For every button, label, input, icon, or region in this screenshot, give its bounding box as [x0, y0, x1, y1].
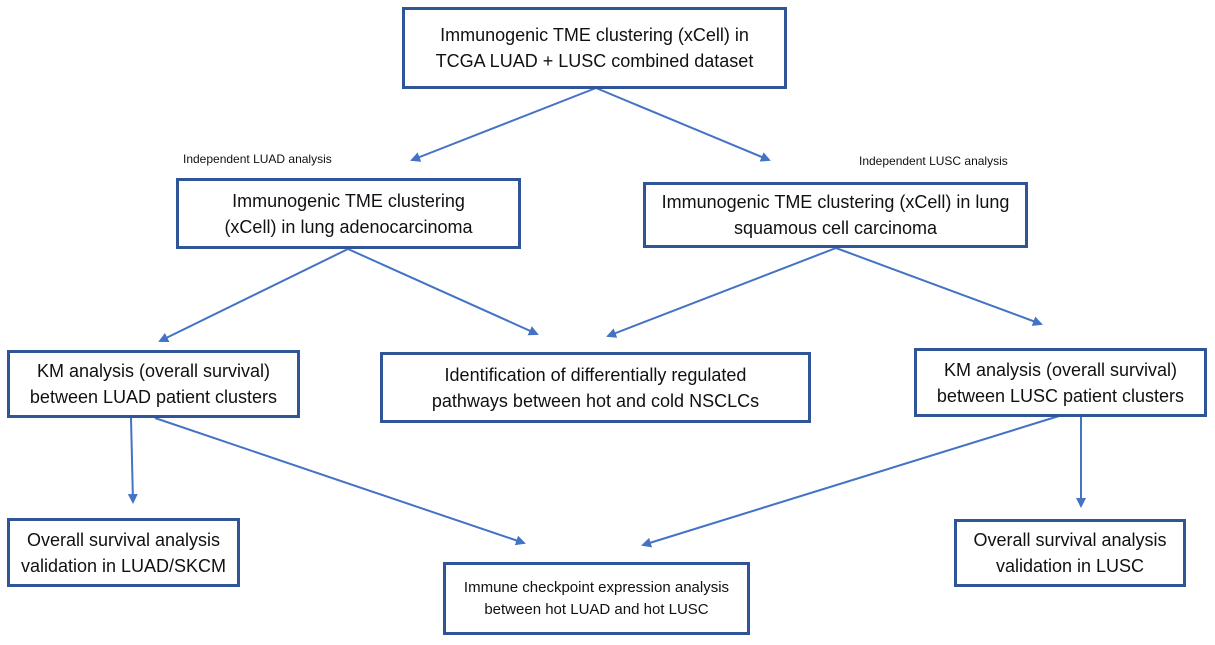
- label-independent-lusc: Independent LUSC analysis: [859, 154, 1008, 168]
- node-immune-checkpoint-text: Immune checkpoint expression analysis be…: [463, 578, 730, 618]
- arrow-km-lusc-to-checkpoint: [641, 415, 1060, 548]
- node-validation-luad-skcm: Overall survival analysis validation in …: [7, 518, 240, 587]
- arrow-combined-to-lusc: [595, 87, 771, 162]
- node-validation-lusc-text: Overall survival analysis validation in …: [973, 530, 1167, 576]
- node-lusc-clustering-text: Immunogenic TME clustering (xCell) in lu…: [661, 192, 1010, 238]
- node-validation-lusc: Overall survival analysis validation in …: [954, 519, 1186, 587]
- node-luad-clustering-text: Immunogenic TME clustering (xCell) in lu…: [224, 190, 473, 237]
- node-luad-clustering: Immunogenic TME clustering (xCell) in lu…: [176, 178, 521, 249]
- node-lusc-clustering: Immunogenic TME clustering (xCell) in lu…: [643, 182, 1028, 248]
- node-km-luad: KM analysis (overall survival) between L…: [7, 350, 300, 418]
- node-km-luad-text: KM analysis (overall survival) between L…: [29, 361, 278, 407]
- arrow-km-luad-to-validation: [127, 417, 138, 504]
- node-combined-clustering: Immunogenic TME clustering (xCell) in TC…: [402, 7, 787, 89]
- arrow-km-luad-to-checkpoint: [154, 417, 526, 546]
- arrow-luad-to-pathways: [347, 248, 539, 336]
- node-km-lusc-text: KM analysis (overall survival) between L…: [936, 359, 1185, 406]
- node-pathways-text: Identification of differentially regulat…: [431, 364, 760, 411]
- node-immune-checkpoint: Immune checkpoint expression analysis be…: [443, 562, 750, 635]
- node-combined-clustering-text: Immunogenic TME clustering (xCell) in TC…: [435, 25, 754, 71]
- node-km-lusc: KM analysis (overall survival) between L…: [914, 348, 1207, 417]
- node-pathways: Identification of differentially regulat…: [380, 352, 811, 423]
- node-validation-luad-skcm-text: Overall survival analysis validation in …: [20, 529, 227, 576]
- label-independent-luad: Independent LUAD analysis: [183, 152, 332, 166]
- arrow-lusc-to-km-lusc: [835, 247, 1043, 326]
- arrow-luad-to-km-luad: [158, 248, 349, 342]
- arrow-lusc-to-pathways: [606, 247, 837, 338]
- arrow-combined-to-luad: [410, 87, 597, 162]
